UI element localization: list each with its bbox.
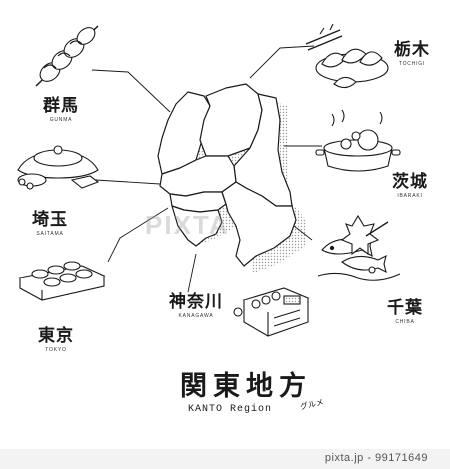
watermark: PIXTA [145, 210, 230, 240]
kanagawa-name-en: KANAGAWA [178, 313, 214, 319]
tochigi-name: 栃木 [394, 40, 430, 60]
leader-tokyo [107, 207, 169, 263]
label-tokyo: 東京 TOKYO [30, 326, 82, 353]
map-title-en: KANTO Region [188, 404, 273, 415]
label-kanagawa: 神奈川 KANAGAWA [158, 292, 234, 319]
saitama-name: 埼玉 [32, 210, 68, 230]
tokyo-name-en: TOKYO [45, 347, 67, 353]
label-saitama: 埼玉 SAITAMA [24, 210, 76, 237]
label-tochigi: 栃木 TOCHIGI [386, 40, 438, 67]
hotpot-icon [315, 109, 401, 172]
footer-bar: pixta.jp - 99171649 [0, 449, 450, 469]
leader-tochigi [249, 45, 315, 79]
tokyo-name: 東京 [38, 326, 74, 346]
sushi-box-icon [233, 287, 310, 337]
ibaraki-name-en: IBARAKI [397, 193, 423, 199]
yakitori-skewer-icon [35, 25, 99, 87]
footer-id: pixta.jp - 99171649 [324, 452, 428, 464]
kamameshi-icon [17, 145, 100, 190]
kanagawa-region [171, 205, 223, 247]
ibaraki-name: 茨城 [392, 172, 428, 192]
label-ibaraki: 茨城 IBARAKI [384, 172, 436, 199]
bento-icon [18, 261, 106, 301]
kanagawa-name: 神奈川 [169, 292, 223, 312]
chiba-name-en: CHIBA [395, 319, 415, 325]
leader-chiba [293, 225, 313, 241]
chiba-region [221, 181, 297, 267]
gunma-name: 群馬 [43, 96, 79, 116]
gunma-name-en: GUNMA [49, 117, 73, 123]
gyoza-icon [305, 23, 389, 89]
leader-gunma [91, 69, 171, 113]
leader-saitama [95, 179, 161, 185]
fish-seafood-icon [317, 214, 401, 281]
tochigi-name-en: TOCHIGI [398, 61, 426, 67]
label-gunma: 群馬 GUNMA [36, 96, 86, 123]
map-title: 関東地方 [180, 371, 312, 402]
saitama-name-en: SAITAMA [36, 231, 64, 237]
chiba-name: 千葉 [387, 298, 423, 318]
label-chiba: 千葉 CHIBA [380, 298, 430, 325]
leader-kanagawa [187, 253, 197, 293]
